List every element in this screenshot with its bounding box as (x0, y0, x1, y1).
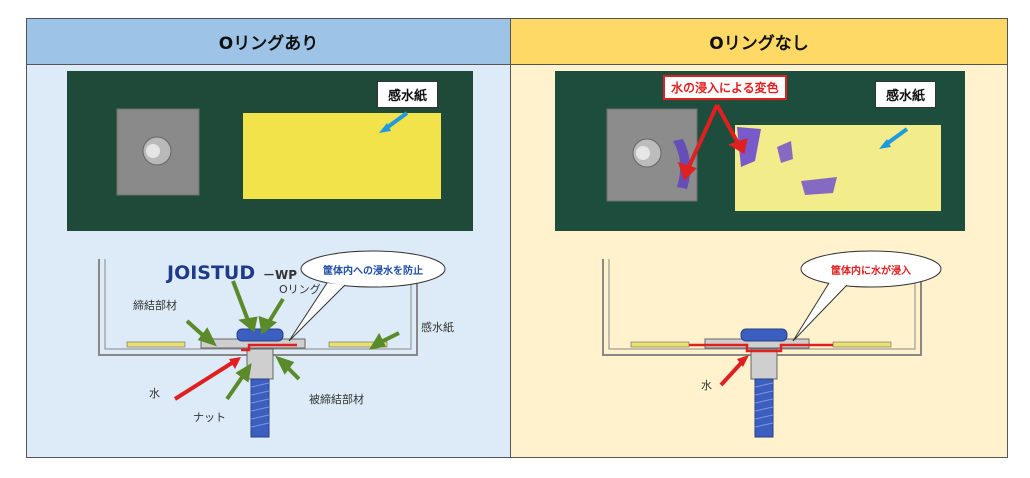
label-nut: ナット (193, 411, 226, 424)
without-o-ring-column: Oリングなし 水の浸入による変色 感水紙 (511, 19, 1007, 457)
photo-label-water-paper-right: 感水紙 (875, 81, 936, 108)
without-o-ring-diagram: 筐体内に水が浸入 水 (511, 239, 1007, 457)
label-fastened-base: 被締結部材 (309, 392, 364, 406)
with-o-ring-column: Oリングあり 感水紙 (27, 19, 511, 457)
photo-label-water-paper: 感水紙 (377, 81, 438, 108)
comparison-frame: Oリングあり 感水紙 (26, 18, 1008, 458)
without-o-ring-header: Oリングなし (511, 19, 1007, 65)
discoloration-label: 水の浸入による変色 (663, 75, 787, 100)
label-water-paper: 感水紙 (421, 320, 454, 334)
callout-water-ingress: 筐体内に水が浸入 (831, 264, 911, 277)
brand-suffix: －WP (263, 268, 297, 282)
callout-prevent-ingress: 筐体内への浸水を防止 (323, 264, 423, 277)
label-water-right: 水 (701, 379, 712, 392)
label-water: 水 (149, 387, 160, 400)
label-fastened-member: 締結部材 (133, 298, 177, 312)
with-o-ring-header: Oリングあり (27, 19, 510, 65)
with-o-ring-diagram: 筐体内への浸水を防止 JOISTUD －WP 締結部材 Oリング 感水紙 水 ナ… (27, 239, 511, 457)
with-o-ring-photo: 感水紙 (67, 71, 473, 231)
without-o-ring-photo: 水の浸入による変色 感水紙 (555, 71, 965, 231)
label-o-ring: Oリング (279, 282, 321, 296)
brand-name: JOISTUD (165, 262, 255, 284)
